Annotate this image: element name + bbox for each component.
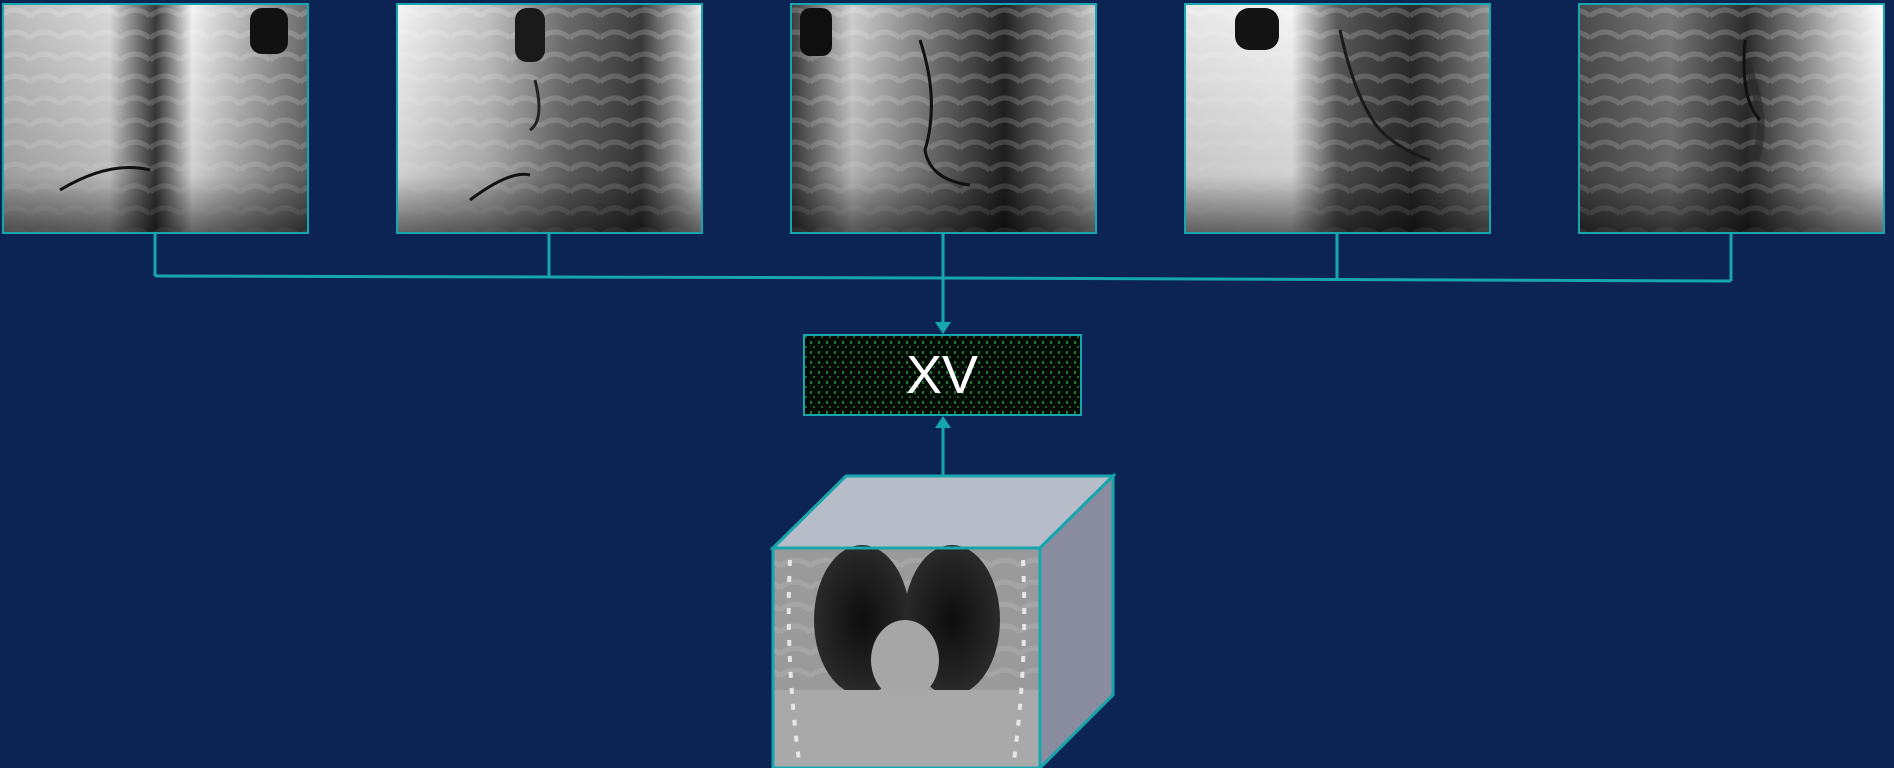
- ct-coronal-slice: [773, 545, 1040, 768]
- projection-image-5: [1579, 4, 1884, 233]
- ct-volume-cube: [773, 476, 1113, 768]
- projection-image-3: [791, 4, 1096, 233]
- arrowhead-down: [935, 322, 951, 334]
- projection-image-2: [397, 4, 702, 233]
- xv-label: XV: [906, 345, 978, 405]
- arrowhead-up: [935, 416, 951, 428]
- projection-image-4: [1185, 4, 1490, 233]
- xv-box: XV: [804, 335, 1081, 415]
- projection-image-1: [3, 4, 308, 233]
